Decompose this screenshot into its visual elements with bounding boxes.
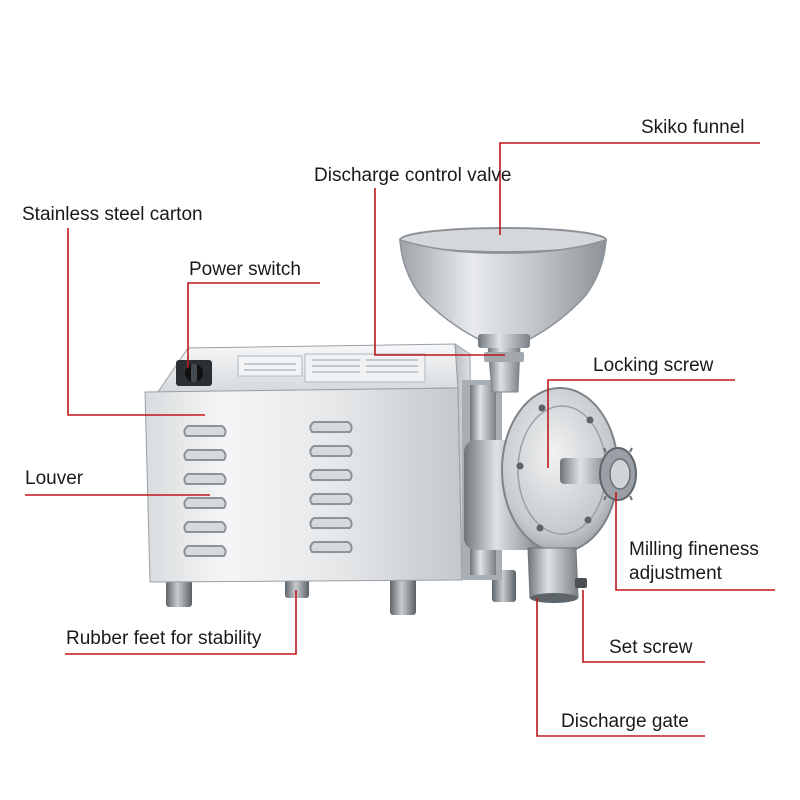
discharge-outlet bbox=[527, 547, 579, 599]
label-discharge-gate: Discharge gate bbox=[561, 711, 689, 732]
label-locking-screw: Locking screw bbox=[593, 355, 714, 376]
leader-stainless-carton bbox=[67, 228, 205, 416]
hand-wheel-icon bbox=[599, 447, 637, 501]
label-rubber-feet: Rubber feet for stability bbox=[66, 628, 262, 649]
label-discharge-control-valve: Discharge control valve bbox=[314, 165, 512, 186]
leader-set-screw bbox=[582, 590, 705, 663]
label-skiko-funnel: Skiko funnel bbox=[641, 117, 745, 138]
leader-discharge-valve bbox=[374, 188, 505, 356]
label-louver: Louver bbox=[25, 468, 84, 489]
label-power-switch: Power switch bbox=[189, 259, 301, 280]
leader-fineness bbox=[615, 492, 775, 591]
label-set-screw: Set screw bbox=[609, 637, 693, 658]
louver-vents bbox=[183, 421, 353, 557]
leader-lines bbox=[25, 142, 775, 737]
label-stainless-steel-carton: Stainless steel carton bbox=[22, 204, 203, 225]
leader-power-switch bbox=[187, 282, 320, 368]
grain-mill-illustration bbox=[144, 227, 637, 615]
leader-discharge-gate bbox=[536, 598, 705, 737]
leader-skiko-funnel bbox=[499, 142, 760, 235]
leader-rubber-feet bbox=[65, 590, 297, 655]
rotary-knob-icon bbox=[176, 360, 212, 386]
leader-locking-screw bbox=[547, 379, 735, 468]
funnel bbox=[399, 227, 607, 348]
label-milling-fineness-adjustment: Milling fineness adjustment bbox=[629, 539, 759, 584]
